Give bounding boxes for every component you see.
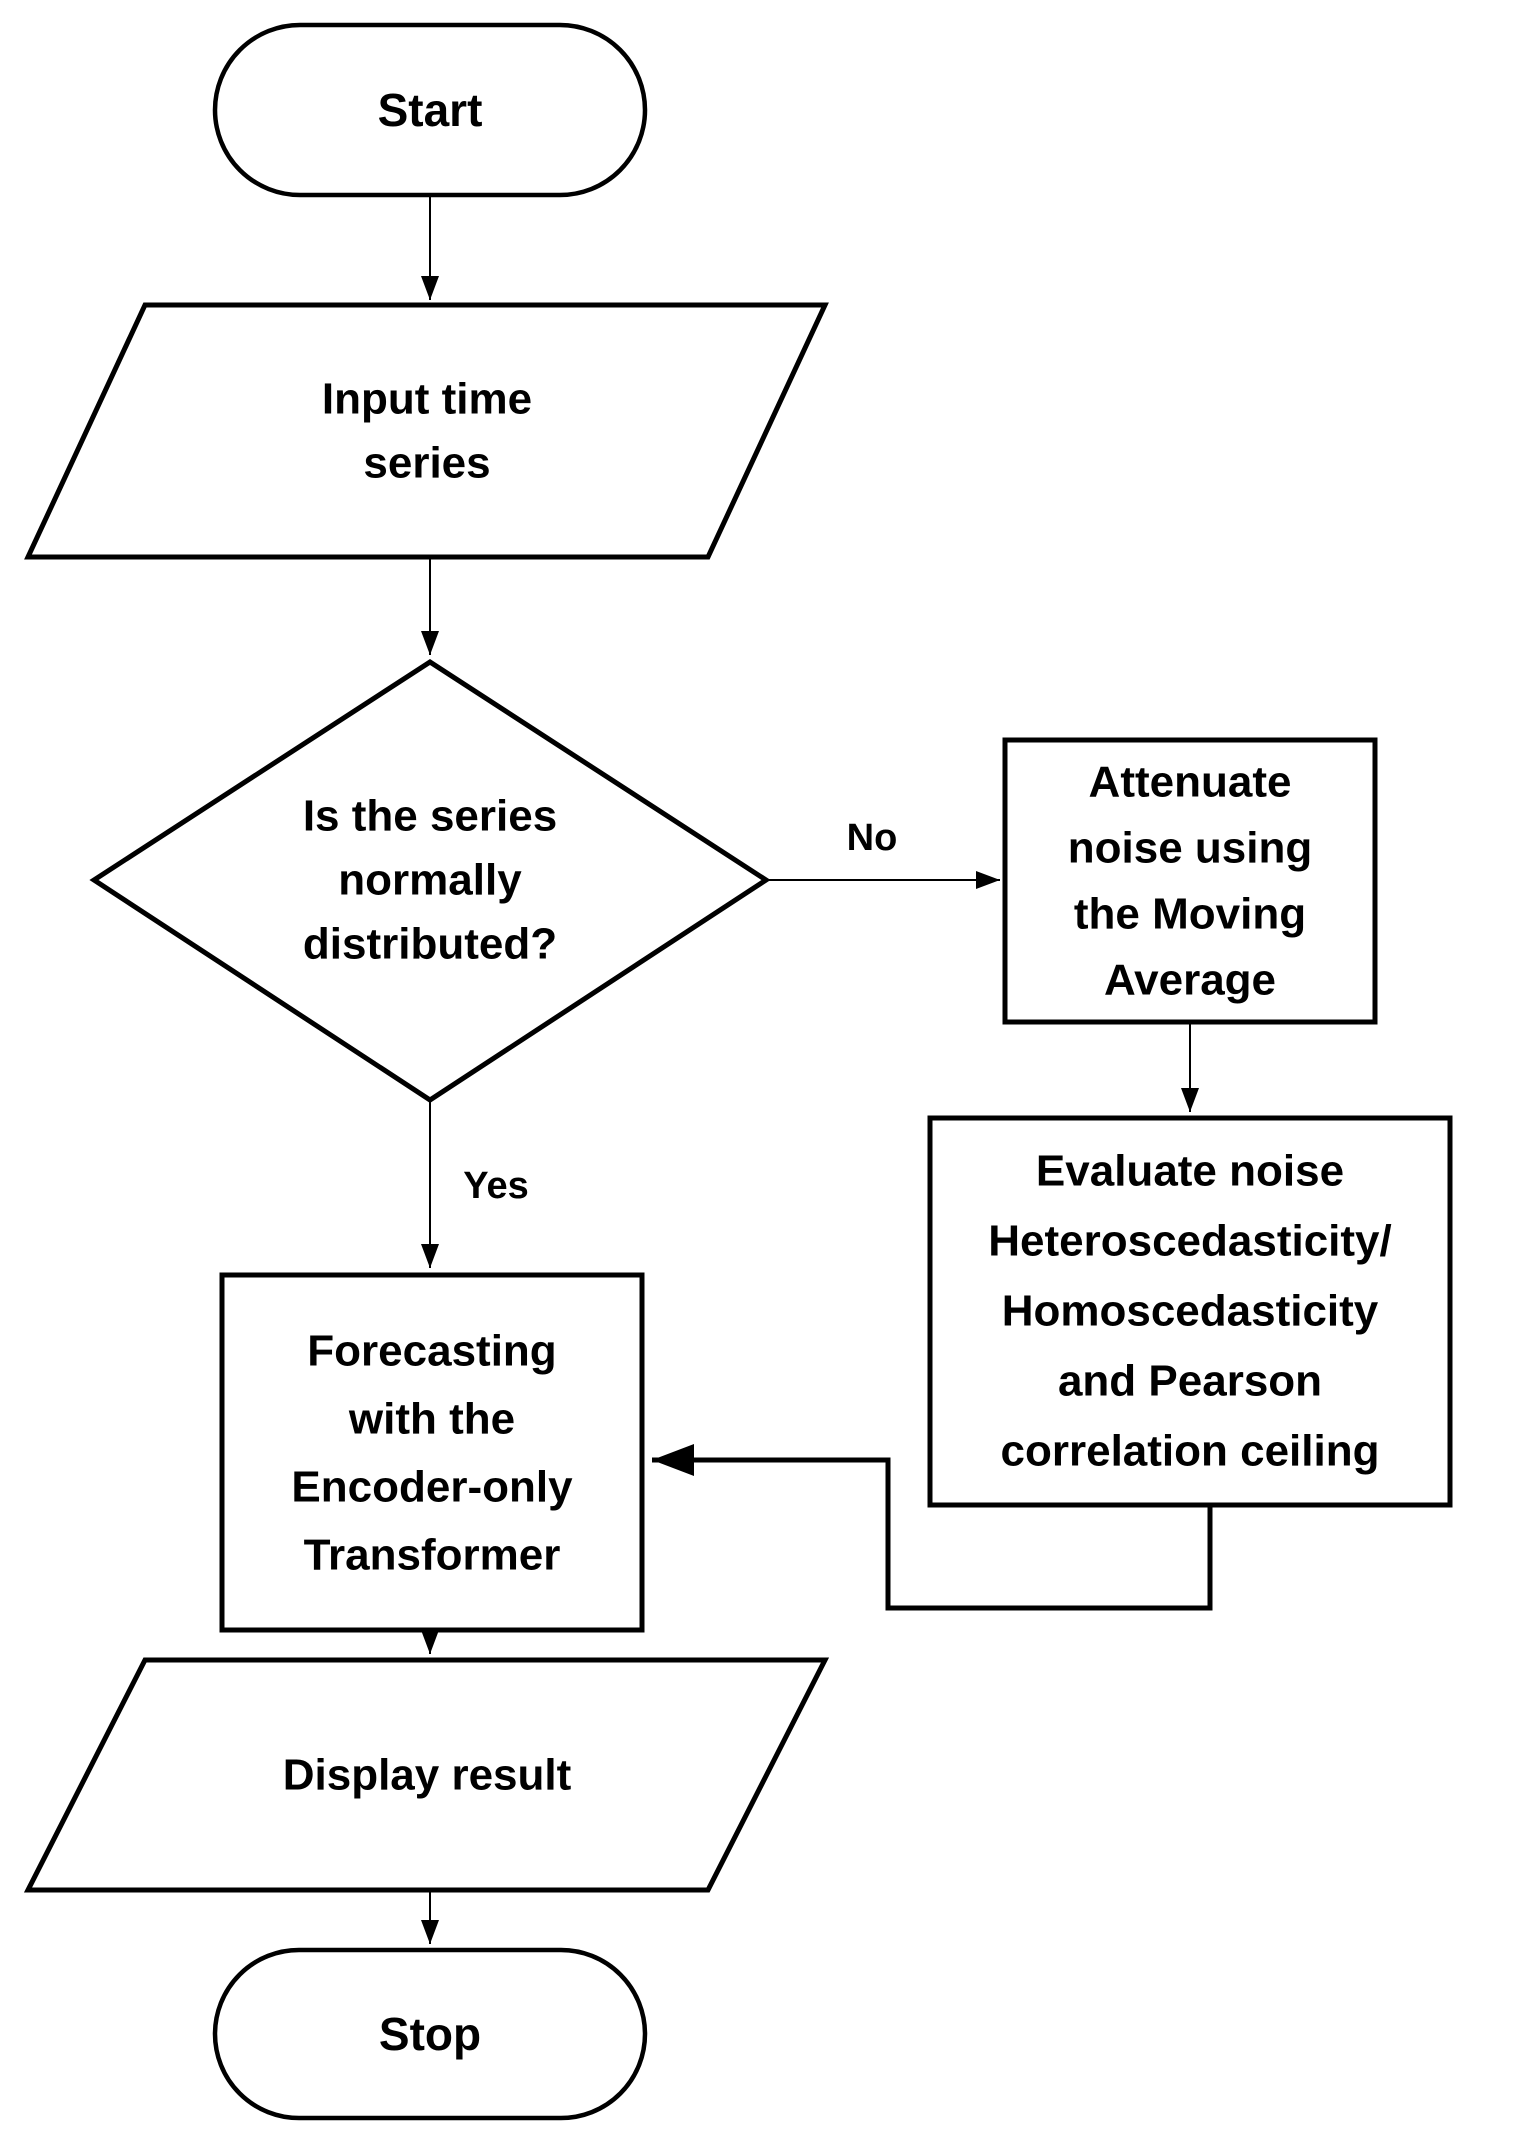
node-label: Is the series xyxy=(303,792,557,841)
process-shape xyxy=(927,1115,1453,1508)
node-label: noise using xyxy=(1068,824,1312,873)
node-label: Start xyxy=(378,84,483,136)
edge-evaluate-to-forecasting xyxy=(652,1444,1213,1611)
node-stop: Stop xyxy=(212,1947,648,2121)
node-label: Encoder-only xyxy=(291,1463,573,1512)
node-display-result: Display result xyxy=(23,1657,830,1893)
node-label: Average xyxy=(1104,956,1276,1005)
node-evaluate-noise: Evaluate noise Heteroscedasticity/ Homos… xyxy=(927,1115,1453,1508)
node-label: Display result xyxy=(283,1751,572,1800)
node-forecasting: Forecasting with the Encoder-only Transf… xyxy=(219,1272,645,1633)
node-start: Start xyxy=(212,22,648,198)
node-label: with the xyxy=(348,1395,515,1444)
node-label: Attenuate xyxy=(1089,758,1292,807)
node-label: Stop xyxy=(379,2008,481,2060)
edge-label-no: No xyxy=(847,817,898,859)
node-label: Forecasting xyxy=(307,1327,556,1376)
node-input-time-series: Input time series xyxy=(24,302,829,560)
node-label: the Moving xyxy=(1074,890,1306,939)
node-label: correlation ceiling xyxy=(1001,1427,1380,1476)
input-output-shape xyxy=(24,302,829,560)
node-label: Transformer xyxy=(304,1531,561,1580)
terminator-shape xyxy=(212,1947,648,2121)
edge-label-yes: Yes xyxy=(463,1165,529,1207)
decision-shape xyxy=(89,659,771,1103)
terminator-shape xyxy=(212,22,648,198)
node-attenuate-noise: Attenuate noise using the Moving Average xyxy=(1002,737,1378,1025)
node-normality-decision: Is the series normally distributed? xyxy=(89,659,771,1103)
node-label: Evaluate noise xyxy=(1036,1147,1344,1196)
node-label: and Pearson xyxy=(1058,1357,1322,1406)
node-label: Homoscedasticity xyxy=(1002,1287,1379,1336)
node-label: series xyxy=(363,439,490,488)
node-label: normally xyxy=(338,856,522,905)
node-label: distributed? xyxy=(303,920,557,969)
node-label: Input time xyxy=(322,375,532,424)
process-shape xyxy=(1002,737,1378,1025)
process-shape xyxy=(219,1272,645,1633)
input-output-shape xyxy=(23,1657,830,1893)
node-label: Heteroscedasticity/ xyxy=(988,1217,1392,1266)
connectors xyxy=(421,195,1213,1944)
